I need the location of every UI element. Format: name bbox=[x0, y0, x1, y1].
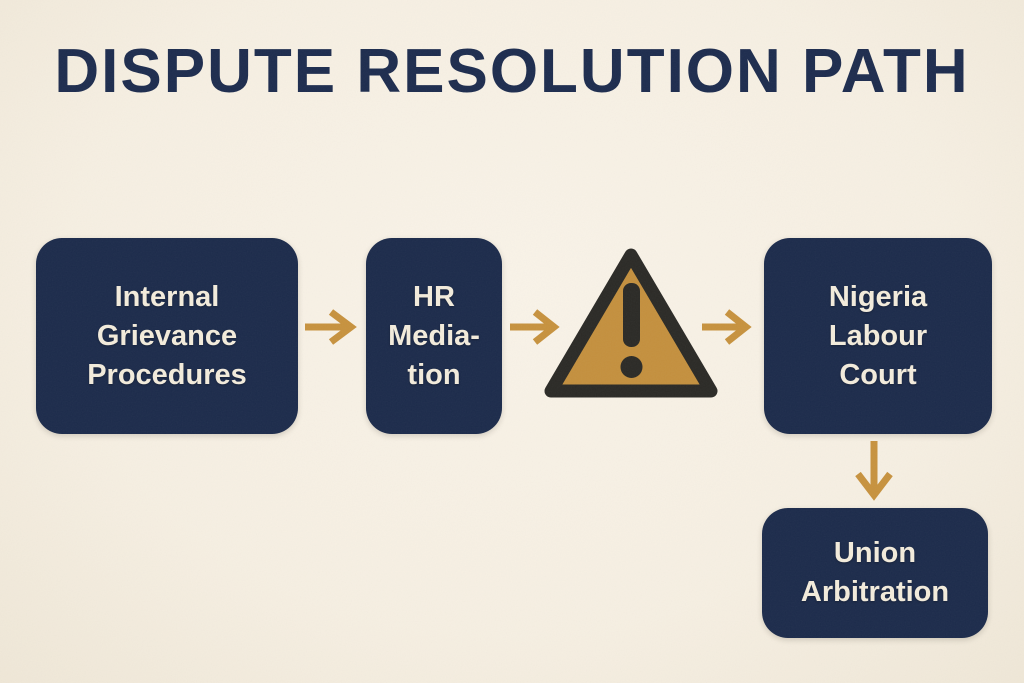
node-nigeria-labour-court: Nigeria Labour Court bbox=[764, 238, 992, 434]
node-label-line: Media- bbox=[388, 319, 480, 352]
node-label-line: Arbitration bbox=[800, 576, 950, 608]
node-label-line: Labour bbox=[828, 319, 928, 352]
arrow-down-icon bbox=[855, 441, 893, 501]
node-label-line: Procedures bbox=[87, 358, 247, 391]
node-union-arbitration: Union Arbitration bbox=[762, 508, 988, 638]
node-internal-grievance: Internal Grievance Procedures bbox=[36, 238, 298, 434]
node-label-line: Grievance bbox=[96, 319, 238, 352]
node-label-line: Union bbox=[833, 537, 917, 569]
arrow-right-icon bbox=[305, 309, 357, 345]
page-title: DISPUTE RESOLUTION PATH bbox=[54, 37, 970, 106]
node-label-line: Nigeria bbox=[828, 280, 928, 313]
node-hr-mediation: HR Media- tion bbox=[366, 238, 502, 434]
node-label-line: Internal bbox=[114, 280, 220, 313]
node-label-line: Court bbox=[839, 358, 917, 391]
node-label-line: tion bbox=[407, 358, 461, 391]
warning-triangle-icon bbox=[544, 248, 718, 398]
arrow-right-icon bbox=[702, 309, 752, 345]
node-label-line: HR bbox=[413, 280, 455, 313]
